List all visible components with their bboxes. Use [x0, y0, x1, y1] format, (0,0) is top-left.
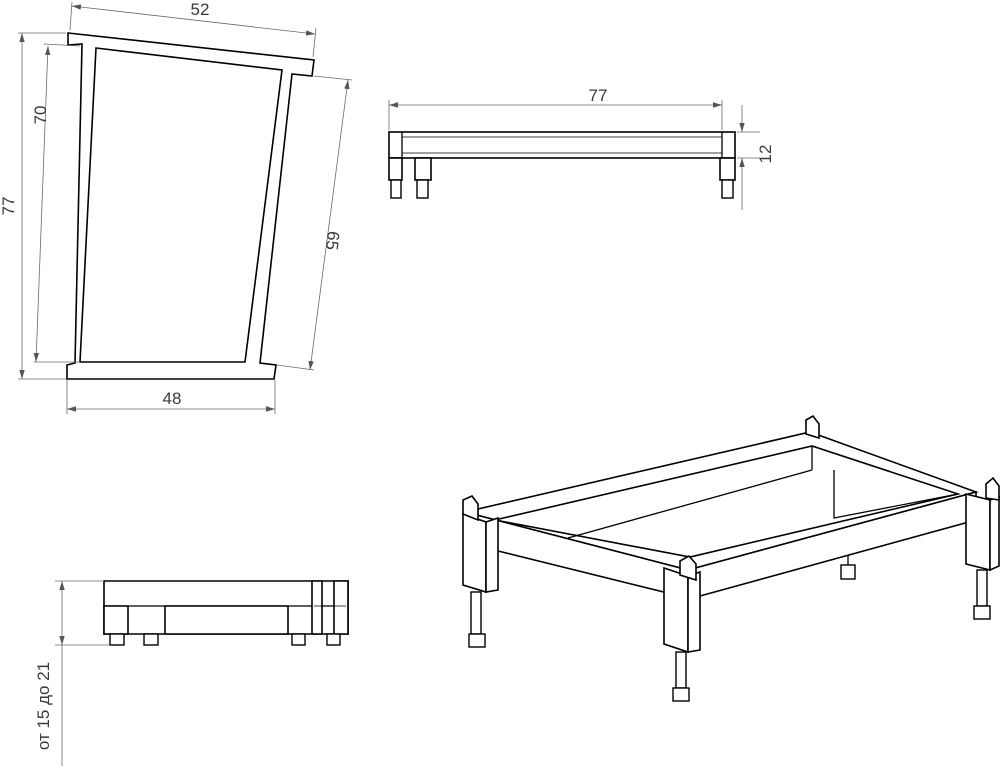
dim-top-width: 52	[191, 0, 210, 19]
side-view: 77 12	[388, 86, 775, 210]
dim-inner-height: 70	[31, 106, 50, 125]
dim-adjust-range: от 15 до 21	[34, 662, 53, 750]
dim-outer-height: 77	[0, 197, 18, 216]
dim-side-length: 77	[589, 86, 608, 105]
top-view-inner	[79, 47, 283, 363]
isometric-view	[462, 414, 1000, 702]
dim-frame-height: 12	[756, 145, 775, 164]
dim-slanted-side: 65	[322, 230, 343, 251]
dim-bottom-width: 48	[163, 389, 182, 408]
top-view: 52 70 77 65 48	[0, 0, 353, 414]
front-view: от 15 до 21	[34, 580, 349, 766]
